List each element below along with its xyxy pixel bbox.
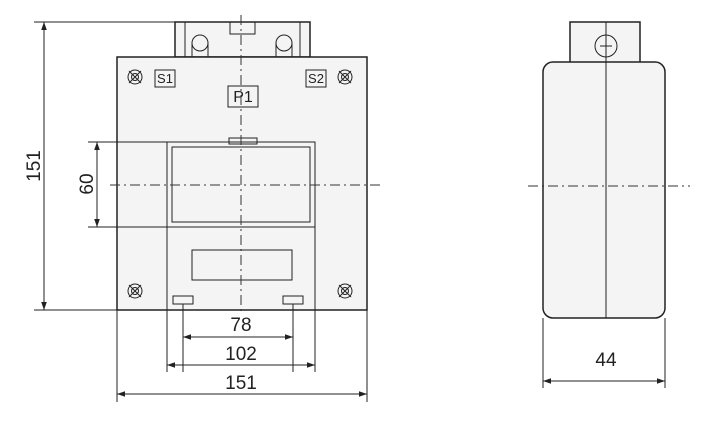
dimension-overall-width: 151 xyxy=(117,373,367,397)
dimension-inner-mount-spacing: 78 xyxy=(183,315,293,340)
s2-label-box xyxy=(305,69,327,88)
corner-screw-bottom-left xyxy=(127,283,143,299)
p1-label: P1 xyxy=(233,89,253,106)
dimension-inner-mount-spacing-value: 78 xyxy=(230,315,251,336)
side-view xyxy=(528,21,690,319)
s1-label-box xyxy=(154,69,176,88)
p1-label-box xyxy=(227,85,259,108)
dimension-overall-height-value: 151 xyxy=(24,150,45,182)
s2-label: S2 xyxy=(308,71,324,86)
dimension-side-depth-value: 44 xyxy=(595,350,617,371)
dimension-window-height-value: 60 xyxy=(77,173,98,194)
nameplate xyxy=(191,249,293,281)
dimension-outer-mount-spacing-value: 102 xyxy=(225,344,257,365)
dimension-outer-mount-spacing: 102 xyxy=(167,344,315,368)
front-view: S1 S2 P1 xyxy=(110,15,380,315)
dimension-window-height: 60 xyxy=(77,141,167,228)
dimension-overall-height: 151 xyxy=(24,21,175,311)
side-terminal-block xyxy=(569,21,641,65)
corner-screw-bottom-right xyxy=(337,283,353,299)
corner-screw-top-right xyxy=(337,69,353,85)
terminal-screw-right xyxy=(275,34,293,57)
side-body xyxy=(542,61,666,319)
top-terminal-block xyxy=(174,21,311,58)
front-body xyxy=(116,56,368,311)
dimension-overall-width-value: 151 xyxy=(225,373,257,394)
s1-label: S1 xyxy=(157,71,173,86)
terminal-screw-left xyxy=(191,34,209,57)
corner-screw-top-left xyxy=(127,69,143,85)
dimension-side-depth: 44 xyxy=(542,318,666,388)
